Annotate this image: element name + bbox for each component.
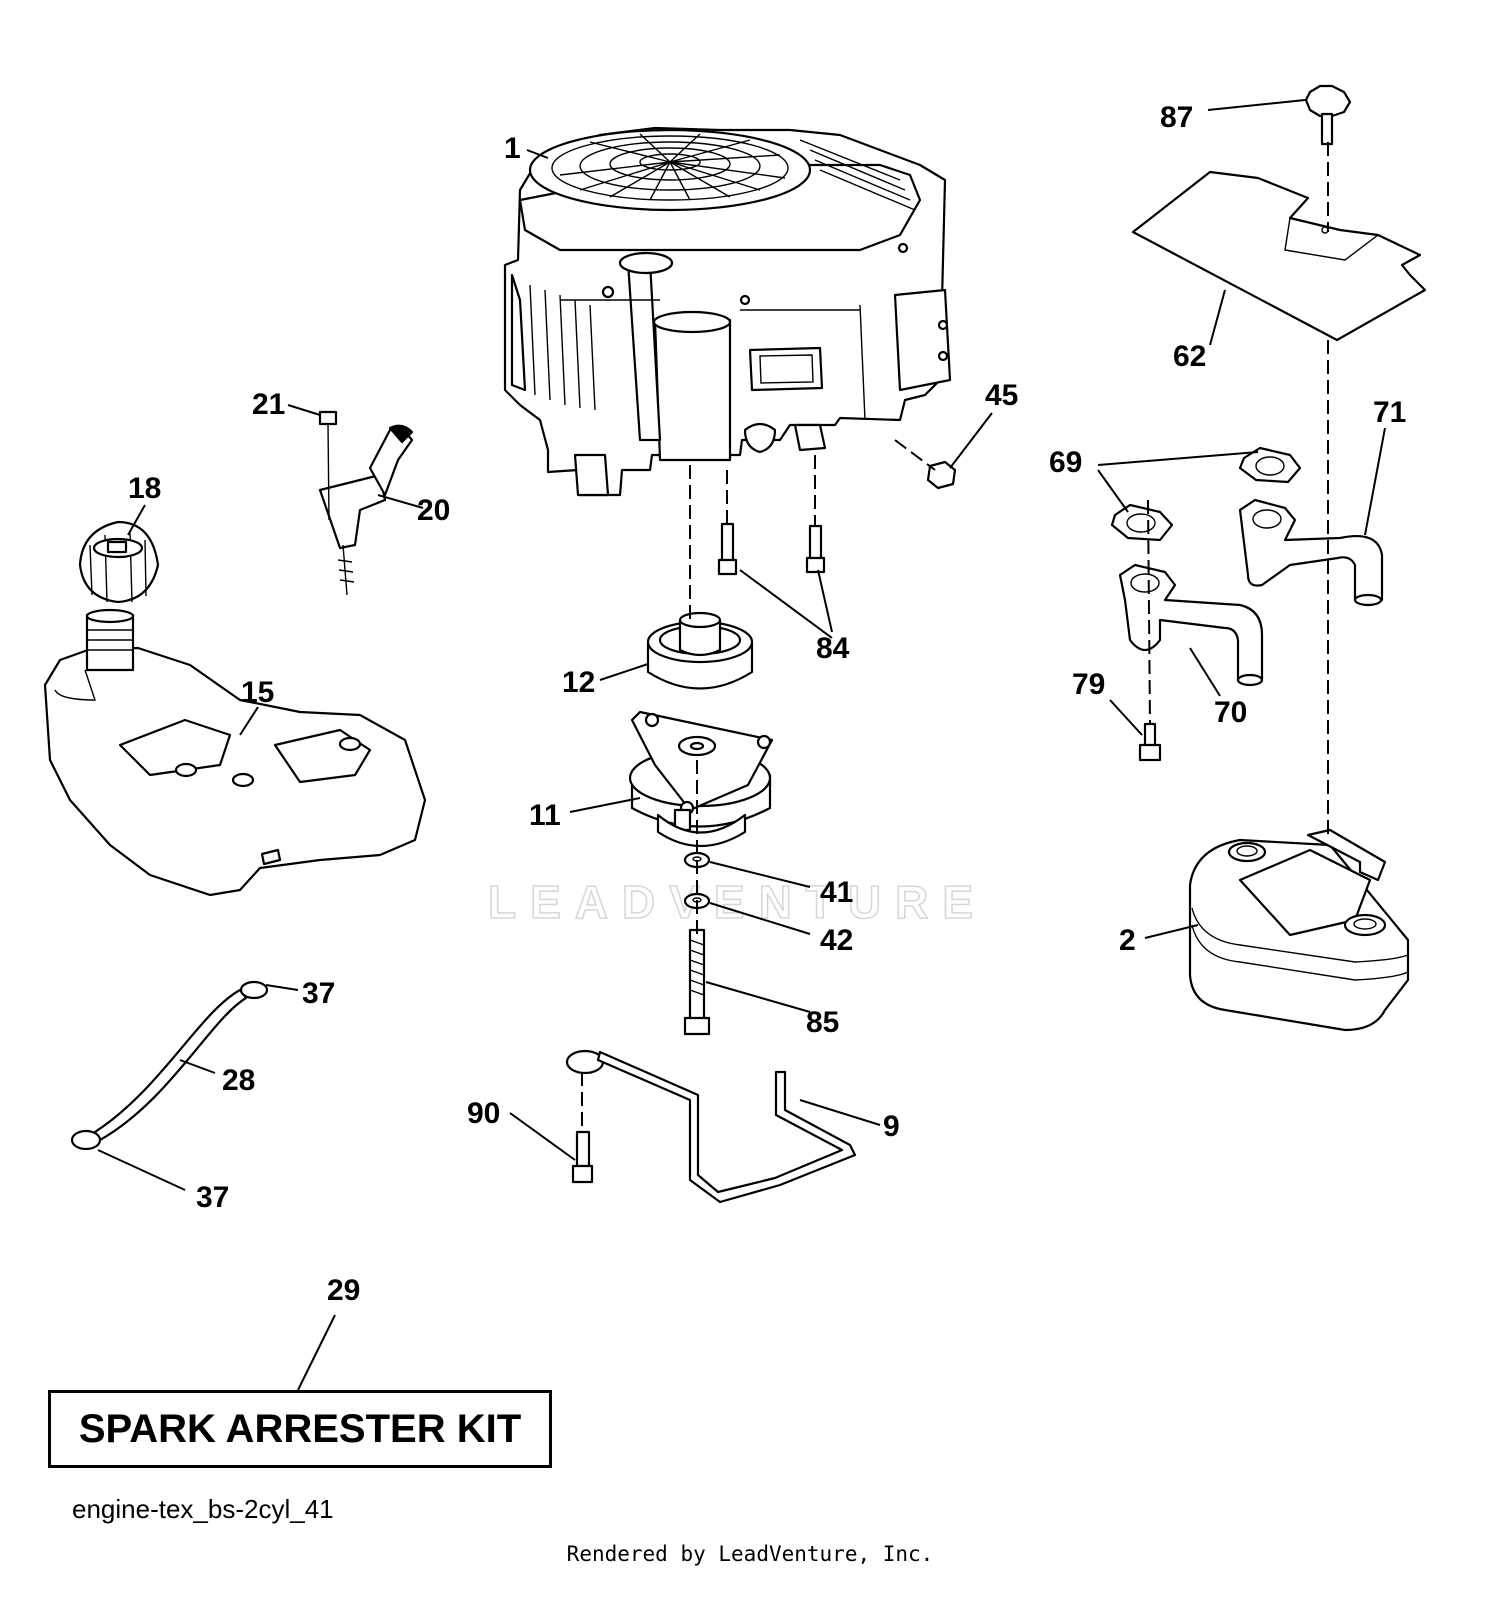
throttle-bracket (318, 424, 414, 596)
callout-87: 87 (1160, 101, 1193, 134)
callout-41: 41 (820, 876, 853, 909)
callout-85: 85 (806, 1006, 839, 1039)
electric-pto-clutch (628, 710, 774, 848)
callout-2: 2 (1119, 924, 1136, 957)
exhaust-gaskets (1110, 446, 1302, 542)
engine-fan-grille (551, 133, 789, 201)
screw-21 (318, 410, 338, 521)
callout-84: 84 (816, 632, 850, 665)
callout-29: 29 (327, 1274, 360, 1307)
fuel-tank (43, 608, 427, 897)
callout-62: 62 (1173, 340, 1206, 373)
muffler (1188, 828, 1410, 1032)
engine (503, 126, 952, 497)
fuel-cap (78, 520, 160, 604)
callout-90: 90 (467, 1097, 500, 1130)
bolt-79 (1138, 722, 1162, 762)
exhaust-pipe-right (1238, 498, 1384, 607)
clutch-bolt (683, 928, 711, 1036)
callout-1: 1 (504, 132, 521, 165)
callout-70: 70 (1214, 696, 1247, 729)
callout-69: 69 (1049, 446, 1082, 479)
hose-clamp-upper (239, 980, 269, 1000)
callout-28: 28 (222, 1064, 255, 1097)
callout-71: 71 (1373, 396, 1406, 429)
assembly-lines (581, 142, 1329, 1132)
hose-clamp-lower (70, 1129, 102, 1151)
nut-45 (926, 460, 957, 490)
spark-arrester-kit-box: SPARK ARRESTER KIT (48, 1390, 552, 1468)
fuel-line (70, 980, 269, 1151)
callout-18: 18 (128, 472, 161, 505)
callout-45: 45 (985, 379, 1018, 412)
spark-arrester-kit-label: SPARK ARRESTER KIT (78, 1406, 522, 1451)
callout-21: 21 (252, 388, 285, 421)
exhaust-pipe-left (1118, 563, 1264, 687)
engine-pulley (646, 611, 754, 690)
callout-37-upper: 37 (302, 977, 335, 1010)
callout-15: 15 (241, 676, 274, 709)
callout-79: 79 (1072, 668, 1105, 701)
callout-12: 12 (562, 666, 595, 699)
clutch-bracket-rod (565, 1049, 857, 1204)
callout-20: 20 (417, 494, 450, 527)
callout-42: 42 (820, 924, 853, 957)
leader-lines (97, 99, 1386, 1391)
callout-37-lower: 37 (196, 1181, 229, 1214)
callout-11: 11 (529, 799, 561, 832)
render-credit-text: Rendered by LeadVenture, Inc. (566, 1542, 934, 1566)
heat-shield (1131, 170, 1427, 342)
callout-labels: 1 2 9 11 12 15 18 20 21 28 29 37 37 41 4… (128, 101, 1406, 1307)
diagram-id-text: engine-tex_bs-2cyl_41 (72, 1494, 334, 1524)
callout-9: 9 (883, 1110, 900, 1143)
shield-screw (1304, 84, 1352, 146)
watermark-text: LEADVENTURE (488, 876, 987, 928)
engine-bolts (717, 522, 826, 576)
bracket-bolt (571, 1130, 594, 1184)
